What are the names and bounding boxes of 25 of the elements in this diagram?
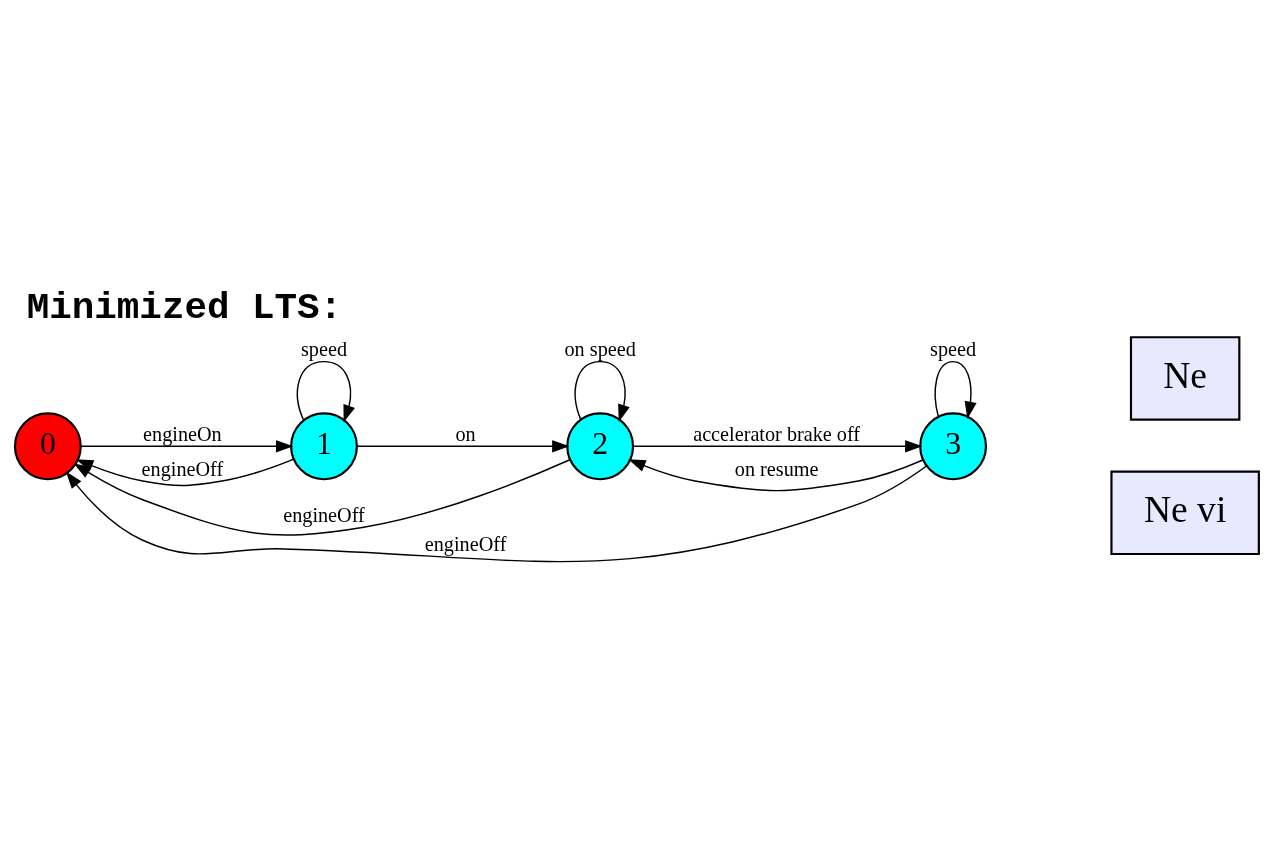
node-circle: 0 <box>13 412 82 481</box>
node-circle: 3 <box>919 412 988 481</box>
arrow <box>296 360 355 423</box>
edge-label: speed <box>930 338 977 361</box>
node-circle: 2 <box>566 412 635 481</box>
edge-label: speed <box>300 338 348 361</box>
arrow <box>632 440 923 453</box>
edge-label: on <box>455 422 476 445</box>
arrow <box>574 360 630 422</box>
edge-label: engineOff <box>424 532 507 555</box>
node-box: Ne vi <box>1110 470 1260 556</box>
edge-label: on speed <box>564 338 636 361</box>
node-box: Ne <box>1129 336 1241 421</box>
edge-label: engineOff <box>141 457 224 480</box>
edge-label: engineOn <box>143 422 222 445</box>
edge-label: accelerator brake off <box>693 422 861 445</box>
arrow <box>356 440 570 453</box>
edge-label: engineOff <box>283 503 365 526</box>
diagram-title: Minimized LTS: <box>26 287 343 330</box>
arrow <box>79 440 294 453</box>
node-circle: 1 <box>290 412 358 481</box>
arrow <box>934 360 977 419</box>
arrow <box>628 459 924 492</box>
arrow <box>65 465 928 563</box>
edge-label: on resume <box>734 457 819 480</box>
